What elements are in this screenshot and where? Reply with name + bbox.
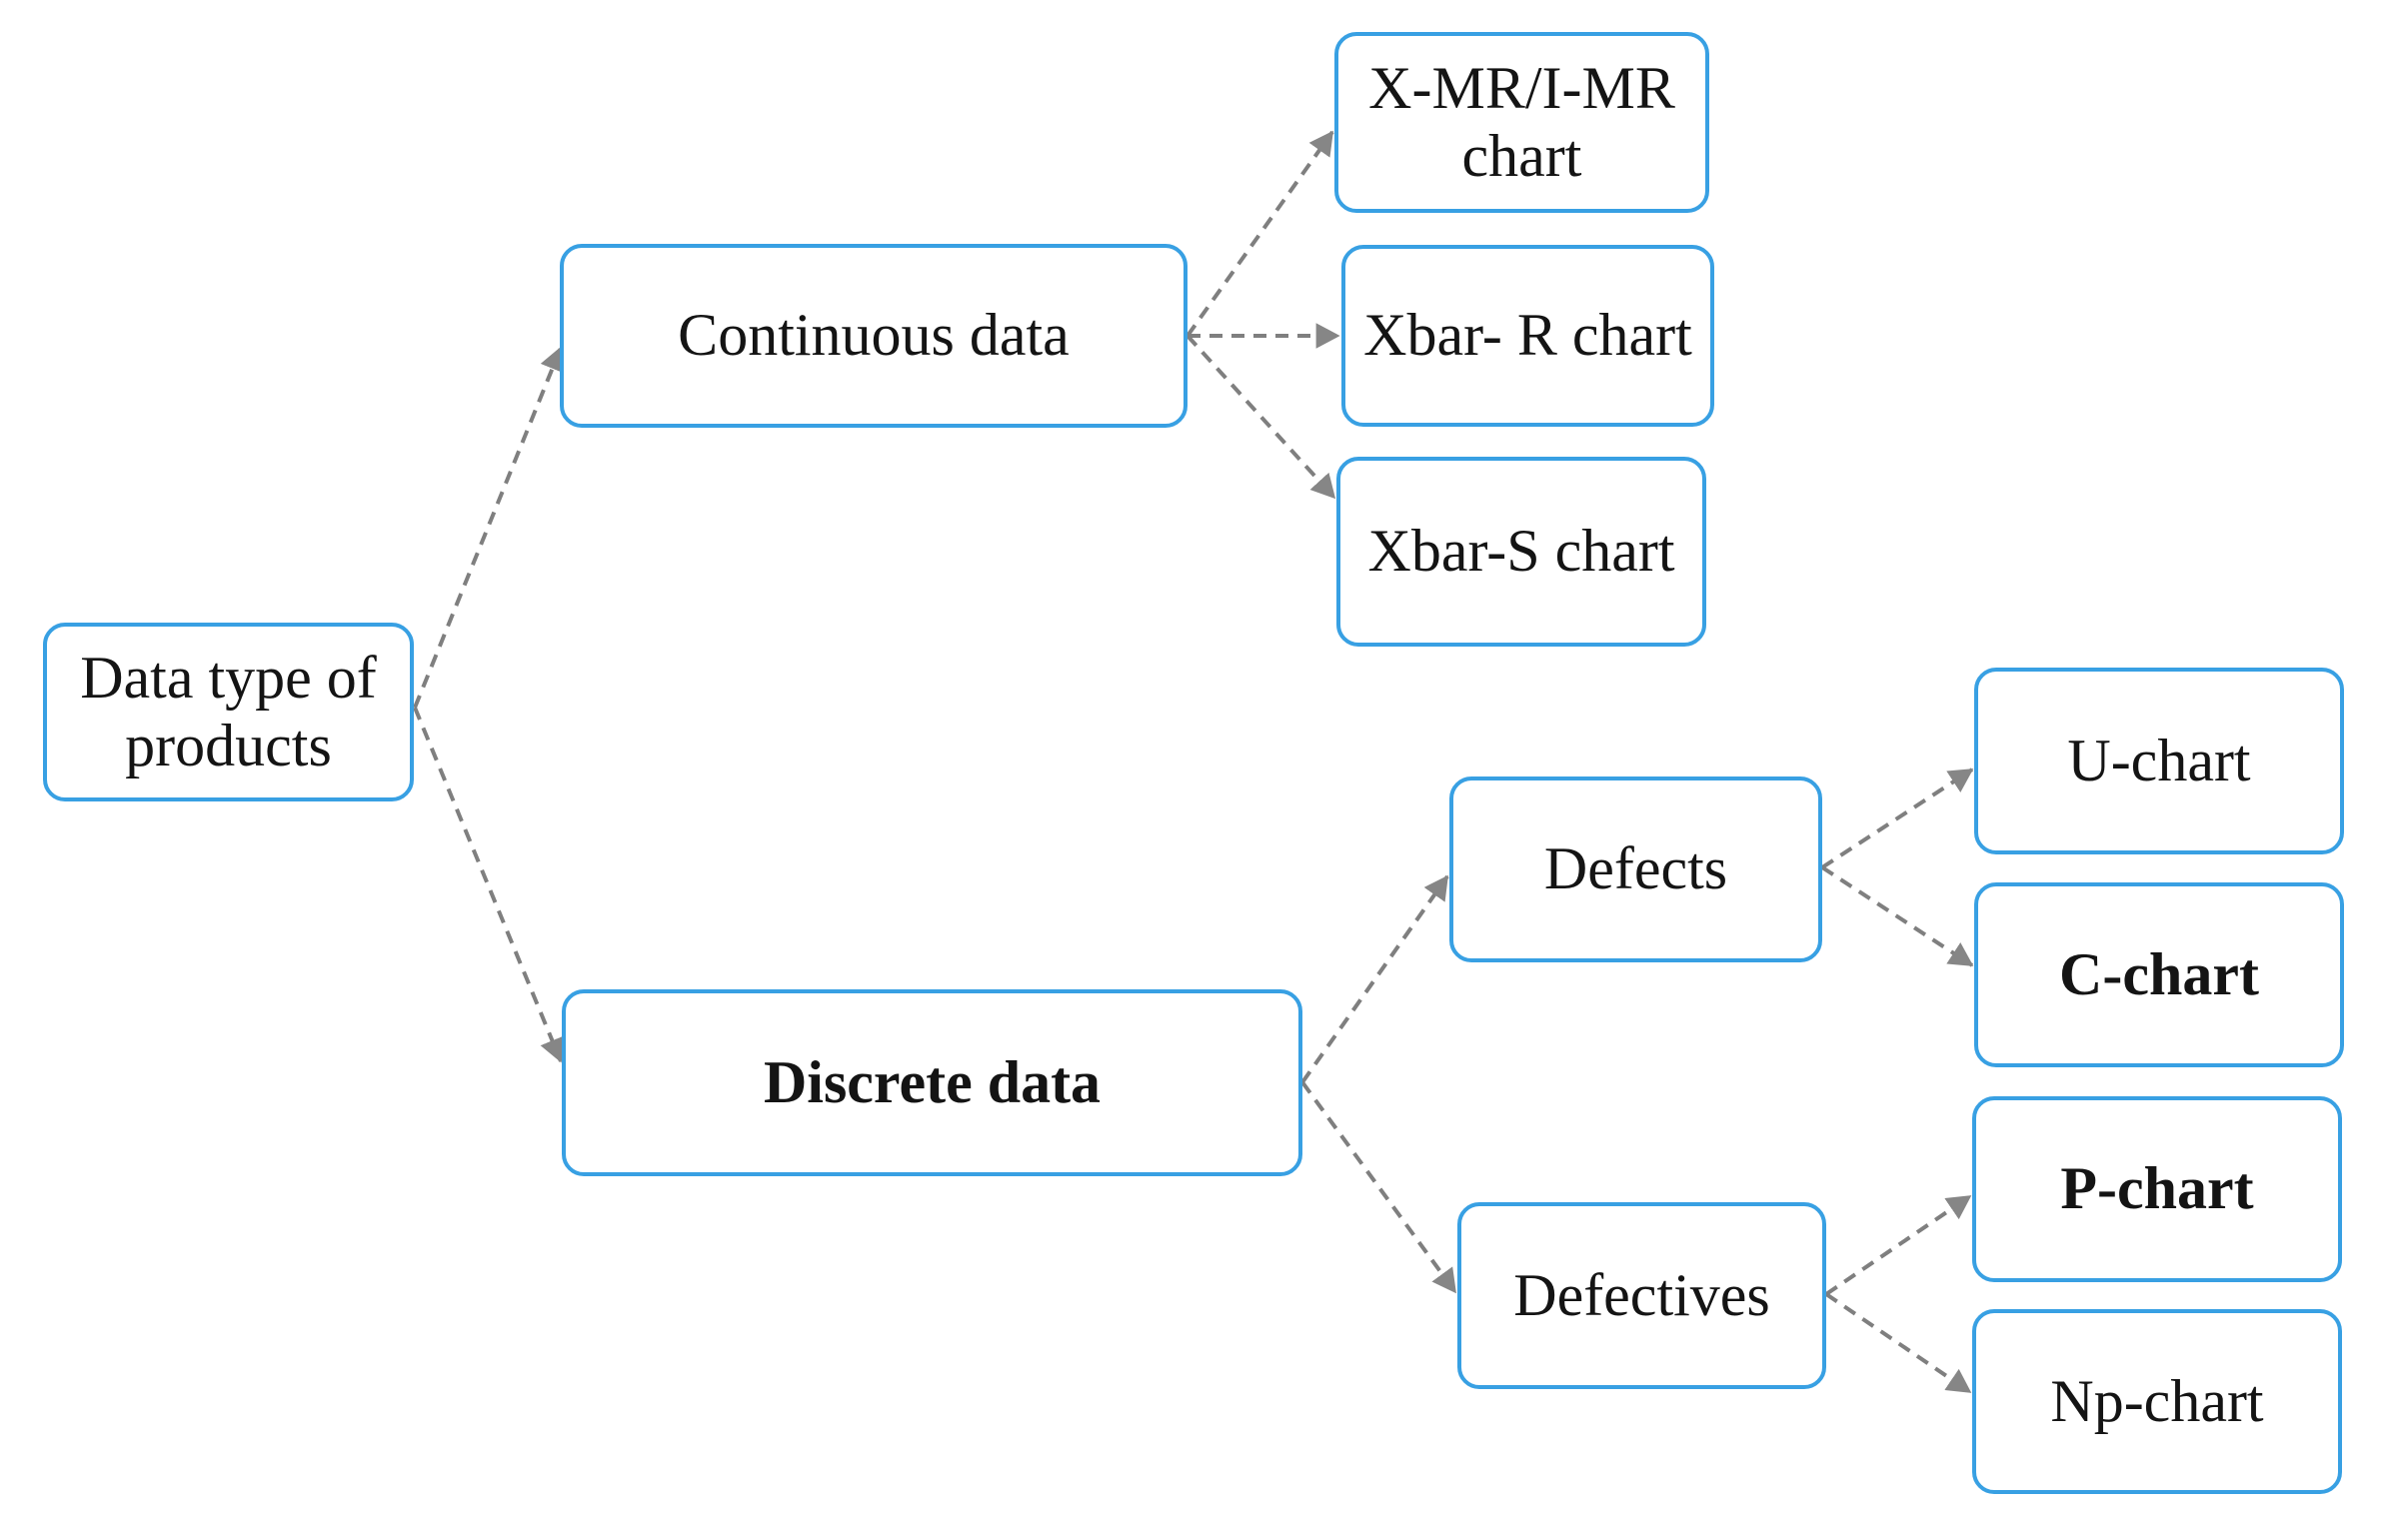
node-label-xbar-r: Xbar- R chart	[1363, 302, 1692, 369]
node-label-continuous: Continuous data	[678, 302, 1070, 369]
node-label-xmr: X-MR/I-MR chart	[1368, 54, 1675, 189]
edge-continuous-to-xmr	[1186, 130, 1334, 338]
edge-discrete-to-defects	[1300, 874, 1449, 1084]
edge-continuous-to-xbar-s	[1186, 334, 1336, 500]
node-continuous-data: Continuous data	[560, 244, 1188, 428]
node-label-defectives: Defectives	[1513, 1261, 1770, 1328]
node-label-np-chart: Np-chart	[2050, 1367, 2264, 1434]
edge-discrete-to-defectives	[1300, 1080, 1457, 1294]
node-label-p-chart: P-chart	[2060, 1155, 2254, 1222]
node-xmr-imr-chart: X-MR/I-MR chart	[1334, 32, 1709, 213]
node-defects: Defects	[1449, 776, 1822, 962]
node-label-xbar-s: Xbar-S chart	[1367, 518, 1675, 585]
node-xbar-r-chart: Xbar- R chart	[1341, 245, 1714, 427]
edge-defectives-to-p-chart	[1824, 1194, 1972, 1296]
node-np-chart: Np-chart	[1972, 1309, 2342, 1494]
node-label-discrete: Discrete data	[763, 1048, 1102, 1115]
node-label-root: Data type of products	[80, 644, 377, 778]
node-label-u-chart: U-chart	[2067, 727, 2251, 793]
edge-defects-to-u-chart	[1820, 768, 1974, 869]
edge-defectives-to-np-chart	[1824, 1292, 1972, 1394]
node-data-type-of-products: Data type of products	[43, 623, 414, 801]
edge-defects-to-c-chart	[1820, 865, 1974, 967]
node-label-c-chart: C-chart	[2059, 940, 2259, 1007]
node-defectives: Defectives	[1457, 1202, 1826, 1389]
node-c-chart: C-chart	[1974, 882, 2344, 1067]
edge-root-to-continuous	[413, 346, 565, 709]
node-discrete-data: Discrete data	[562, 989, 1302, 1176]
node-u-chart: U-chart	[1974, 668, 2344, 854]
edge-root-to-discrete	[413, 707, 565, 1063]
node-label-defects: Defects	[1543, 835, 1728, 902]
node-p-chart: P-chart	[1972, 1096, 2342, 1282]
node-xbar-s-chart: Xbar-S chart	[1336, 457, 1706, 647]
